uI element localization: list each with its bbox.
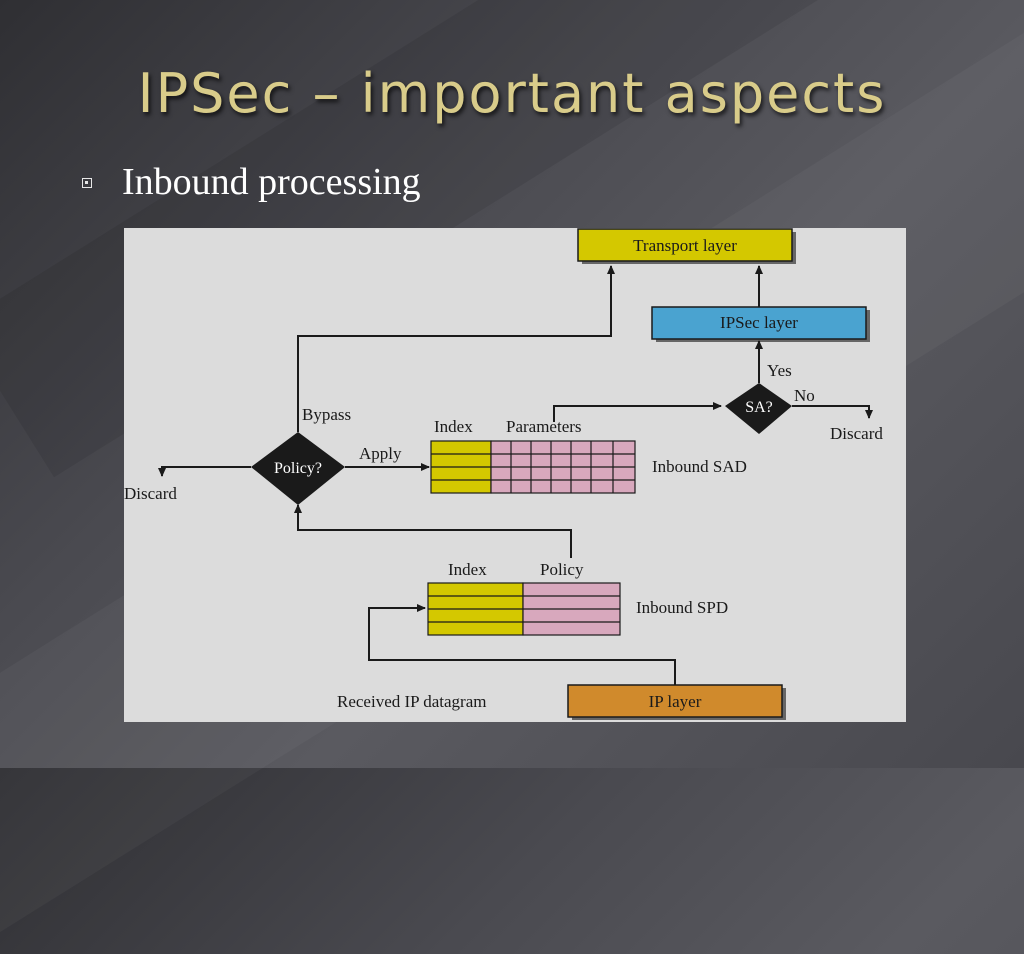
apply-label: Apply [359,444,402,463]
sa-decision-label: SA? [745,399,773,416]
arrow-policy-discard [158,466,251,477]
sad-index-header: Index [434,417,473,436]
arrow-ip-to-spd [368,604,676,685]
ipsec-layer-label: IPSec layer [720,313,798,332]
discard-right-label: Discard [830,424,883,443]
inbound-sad-label: Inbound SAD [652,457,747,476]
policy-decision: Policy? [251,432,345,505]
arrow-sa-no [792,405,873,419]
received-datagram-label: Received IP datagram [337,692,486,711]
bypass-label: Bypass [302,405,351,424]
spd-policy-header: Policy [540,560,584,579]
connectors [158,265,873,685]
ip-layer-label: IP layer [649,692,702,711]
inbound-spd-label: Inbound SPD [636,598,728,617]
arrow-spd-to-policy [294,504,572,558]
inbound-sad-table [430,440,636,494]
sad-parameters-header: Parameters [506,417,582,436]
ip-layer-box: IP layer [567,684,786,720]
sa-decision: SA? [725,383,792,434]
square-bullet-icon [82,178,92,188]
slide-title: IPSec – important aspects [137,62,887,125]
diagram-canvas: Transport layer IPSec layer IP layer [124,228,883,720]
transport-layer-label: Transport layer [633,236,737,255]
spd-index-header: Index [448,560,487,579]
inbound-processing-diagram: Transport layer IPSec layer IP layer [124,228,906,722]
discard-left-label: Discard [124,484,177,503]
ipsec-layer-box: IPSec layer [651,306,870,342]
arrow-parameters-to-sa [553,402,722,422]
policy-decision-label: Policy? [274,460,322,477]
no-label: No [794,386,815,405]
bullet-text: Inbound processing [122,161,421,203]
arrow-bypass [297,265,615,432]
transport-layer-box: Transport layer [577,228,796,264]
yes-label: Yes [767,361,792,380]
inbound-spd-table [427,582,621,636]
